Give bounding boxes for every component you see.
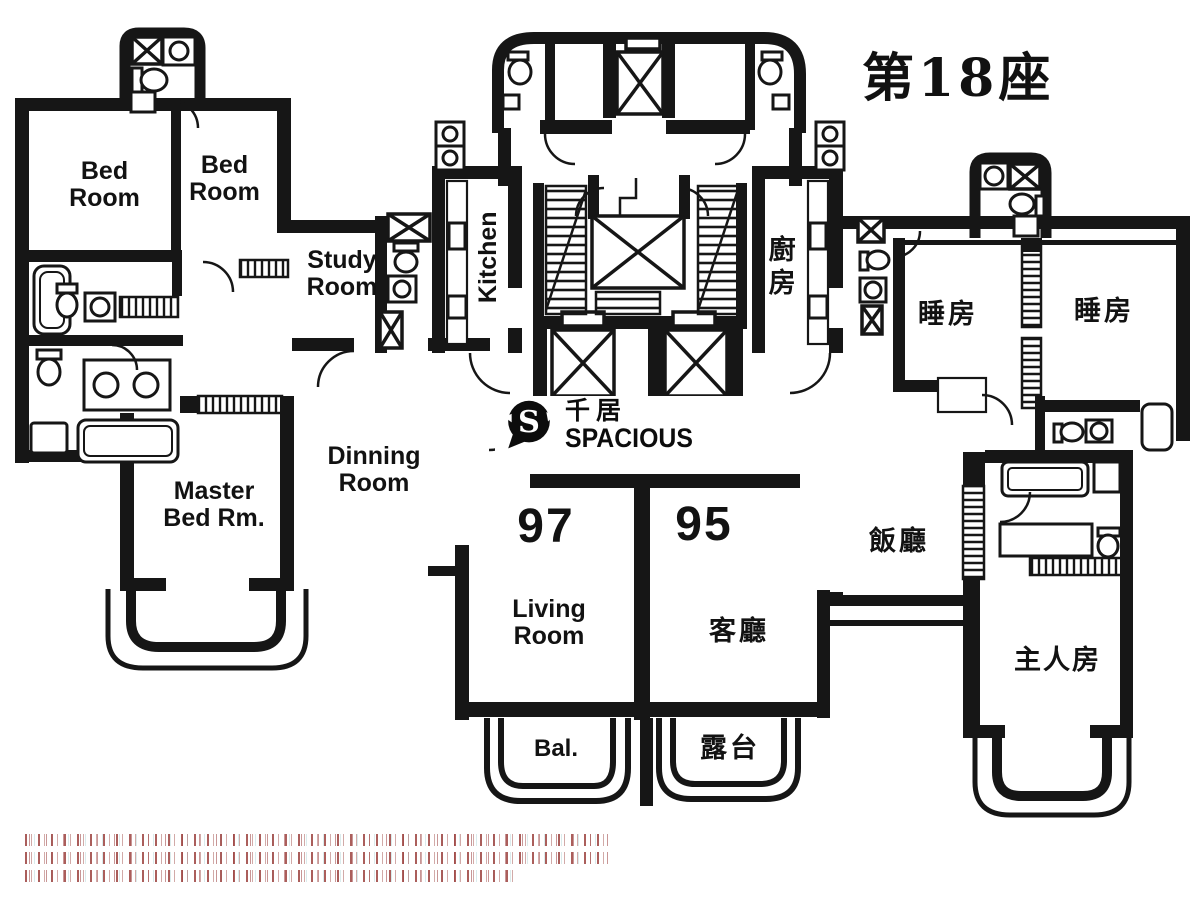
room-label-kitchen-97: Kitchen — [473, 211, 502, 304]
room-label-balcony-95: 露台 — [700, 733, 760, 763]
curved-walls — [105, 27, 1132, 818]
room-label-kitchen-95: 廚房 — [764, 235, 795, 301]
room-label-dining-95: 飯廳 — [869, 526, 929, 556]
illegible-footnote-line-3 — [25, 870, 517, 882]
window-hatching — [118, 241, 1124, 581]
room-label-bedroom1-95: 睡房 — [918, 299, 978, 329]
room-label-dining-97: Dinning Room — [327, 442, 421, 497]
room-label-bedroom2-97: Bed Room — [189, 151, 260, 206]
lift-shafts — [130, 35, 1042, 398]
room-label-living-95: 客廳 — [709, 616, 769, 646]
fixtures — [29, 35, 1174, 559]
unit-number-95: 95 — [675, 498, 733, 551]
block-title: 第18座 — [862, 48, 1055, 109]
room-label-master-95: 主人房 — [1014, 645, 1101, 675]
walls — [15, 38, 1190, 806]
room-label-bedroom1-97: Bed Room — [69, 157, 140, 212]
room-label-bedroom2-95: 睡房 — [1074, 296, 1134, 326]
room-label-study-97: Study Room — [306, 246, 378, 301]
svg-text:S: S — [518, 405, 540, 440]
illegible-footnote-line-1 — [25, 834, 610, 846]
watermark-cjk-name: 千居 — [565, 396, 628, 425]
staircases — [544, 184, 740, 316]
watermark-latin-name: SPACIOUS — [565, 422, 693, 453]
room-label-balcony-97: Bal. — [533, 735, 578, 762]
spacious-logo-icon: S — [504, 400, 554, 449]
spacious-watermark: S 千居 SPACIOUS — [495, 396, 813, 454]
room-label-master-97: Master Bed Rm. — [163, 477, 265, 532]
room-label-living-97: Living Room — [512, 595, 586, 650]
unit-number-97: 97 — [517, 500, 575, 553]
illegible-footnote-line-2 — [25, 852, 610, 864]
